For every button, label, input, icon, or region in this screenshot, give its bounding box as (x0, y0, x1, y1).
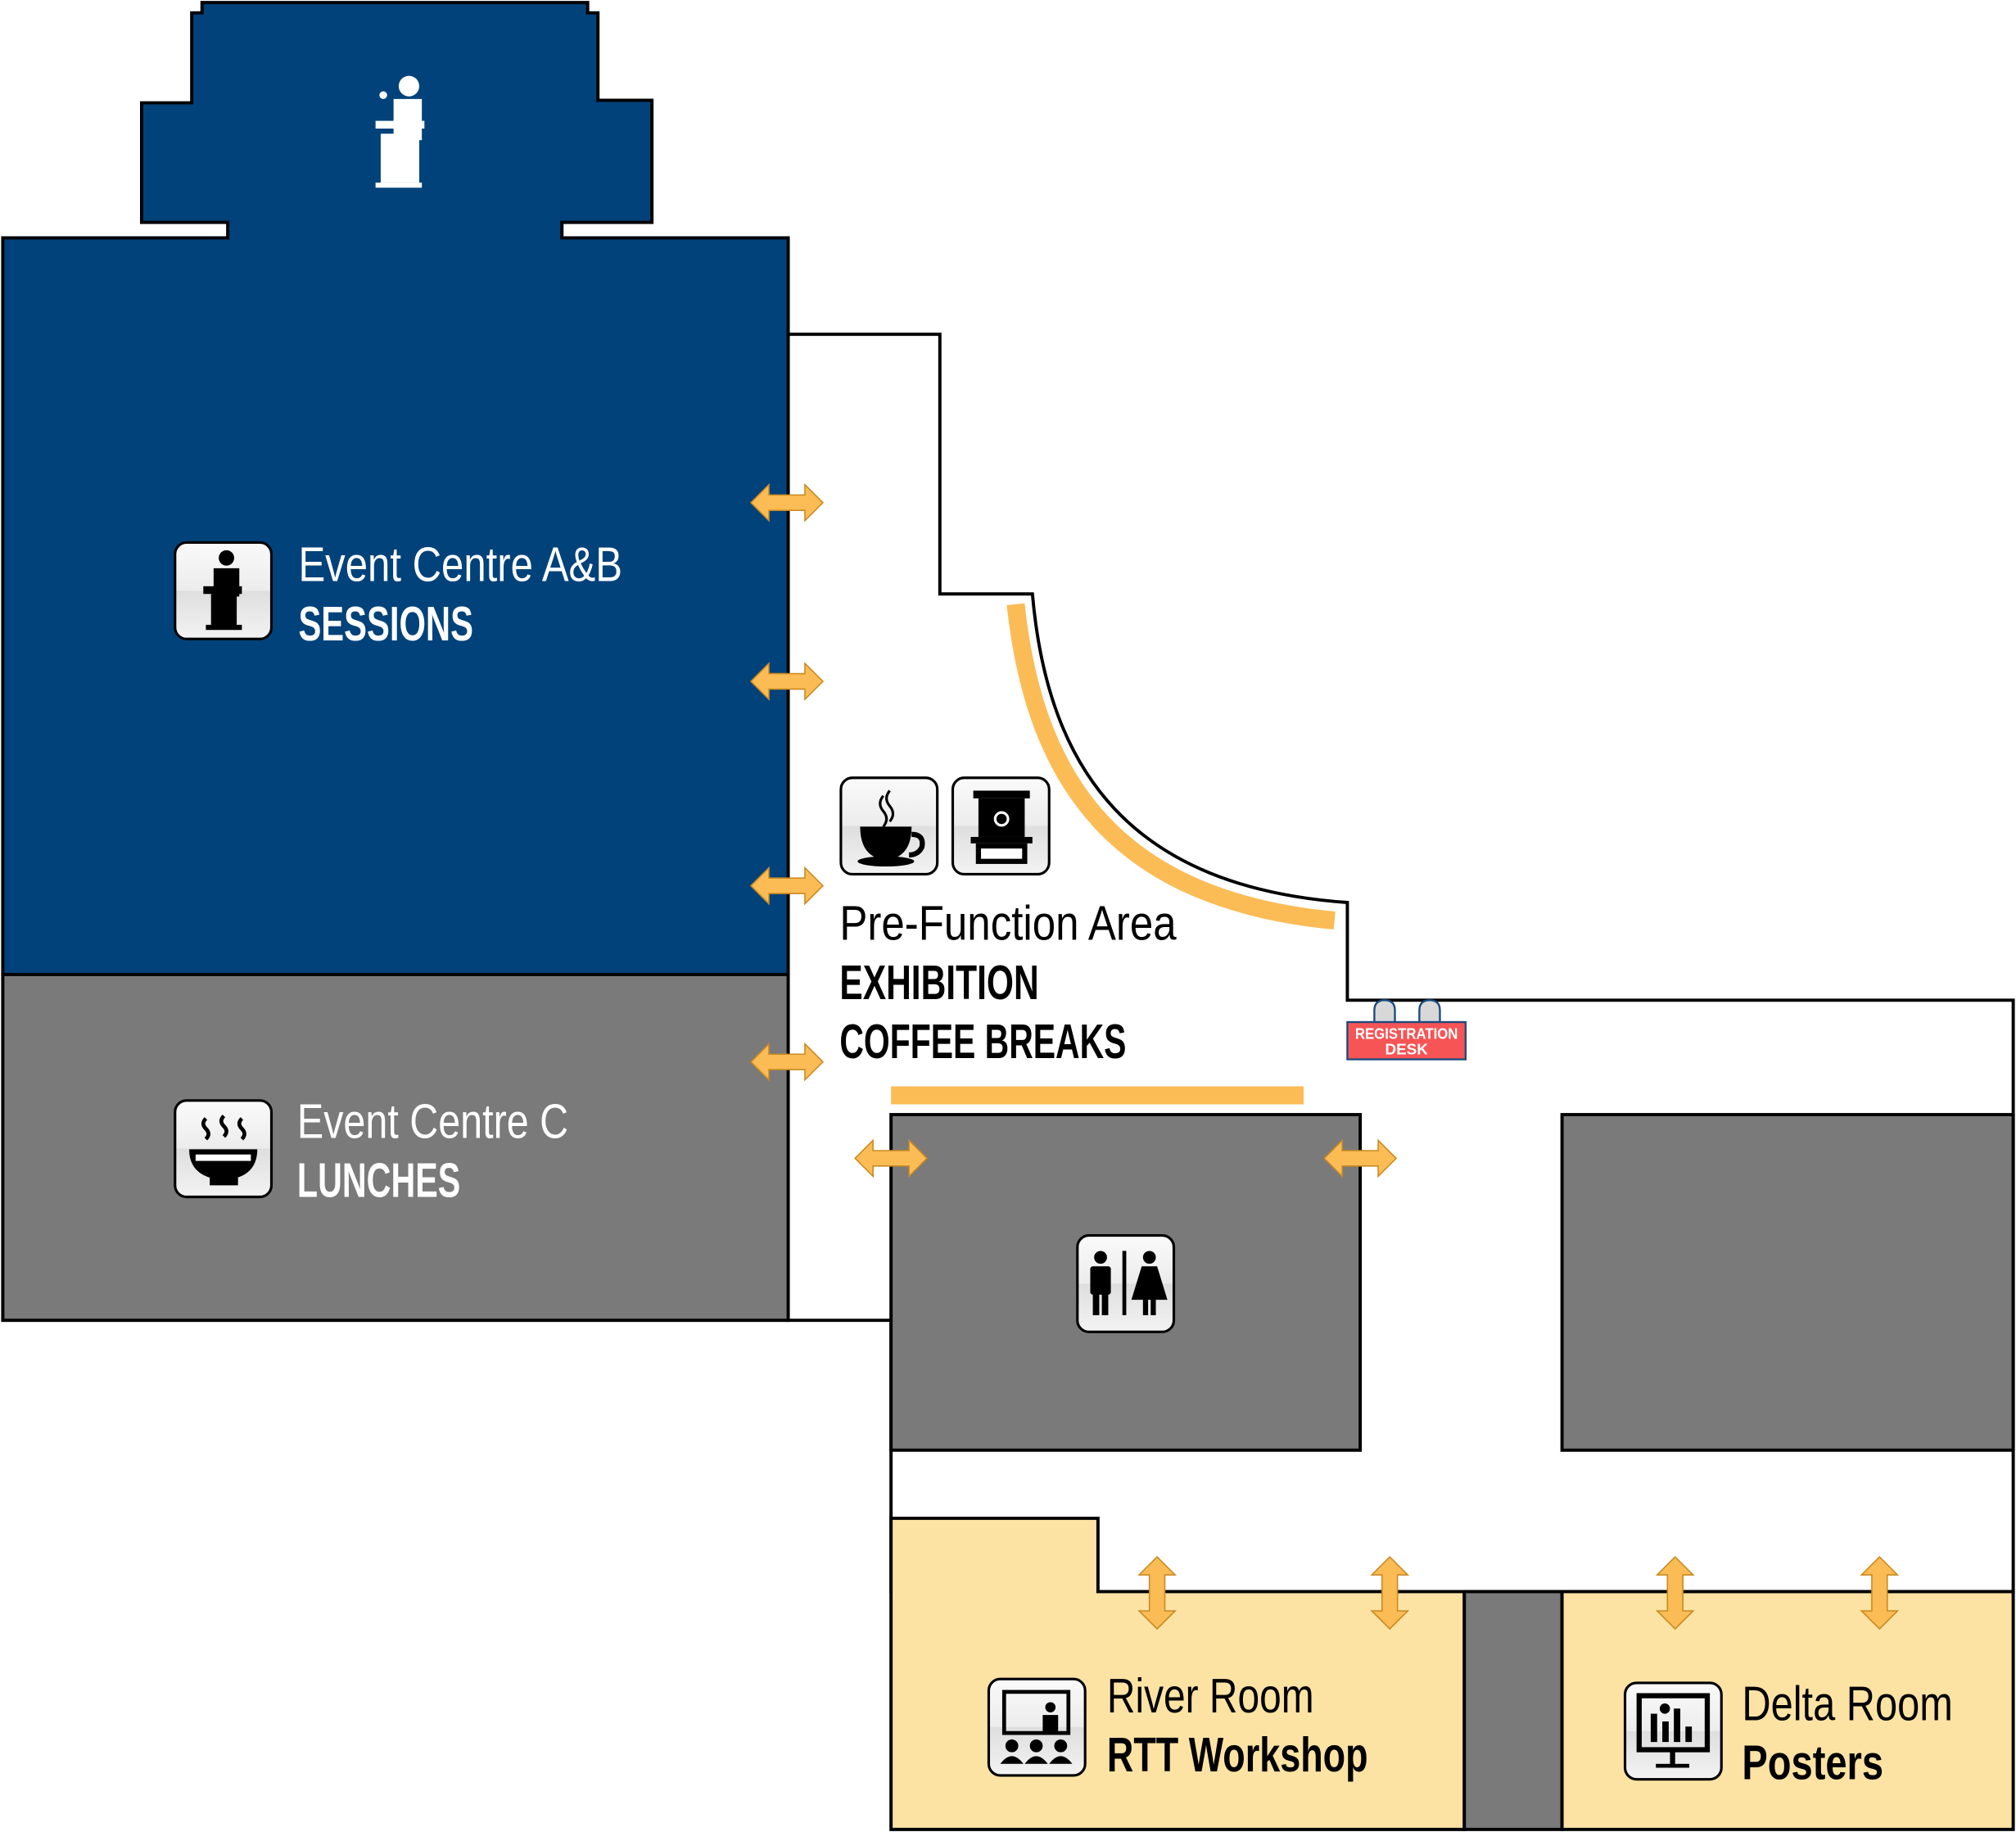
area-use: COFFEE BREAKS (839, 1014, 1126, 1069)
room-use: RTT Workshop (1107, 1727, 1368, 1782)
room-name: River Room (1107, 1668, 1314, 1723)
coffee-icon (839, 776, 939, 876)
exhibition-bar (891, 1086, 1304, 1105)
room-use: LUNCHES (297, 1153, 460, 1208)
podium-icon (174, 541, 273, 640)
registration-desk[interactable]: REGISTRATION DESK (1346, 999, 1467, 1061)
room-name: Event Centre A&B (298, 537, 622, 592)
room-use: Posters (1742, 1735, 1883, 1790)
service-block (1560, 1113, 2015, 1452)
event-centre-c-room[interactable] (1, 972, 790, 1323)
bowl-icon (174, 1099, 273, 1199)
booth-icon (951, 776, 1051, 876)
registration-label: DESK (1385, 1040, 1428, 1057)
exhibition-curve (1006, 603, 1336, 930)
presentation-icon (987, 1677, 1087, 1777)
area-name: Pre-Function Area (839, 896, 1177, 951)
registration-label: REGISTRATION (1355, 1025, 1458, 1042)
room-name: Event Centre C (297, 1093, 568, 1148)
poster-icon (1623, 1681, 1723, 1781)
corridor-block (1462, 1590, 1564, 1831)
room-name: Delta Room (1742, 1676, 1952, 1730)
restroom-icon (1076, 1234, 1176, 1333)
podium-icon (375, 75, 425, 188)
room-use: SESSIONS (298, 596, 472, 651)
area-use: EXHIBITION (839, 955, 1038, 1010)
